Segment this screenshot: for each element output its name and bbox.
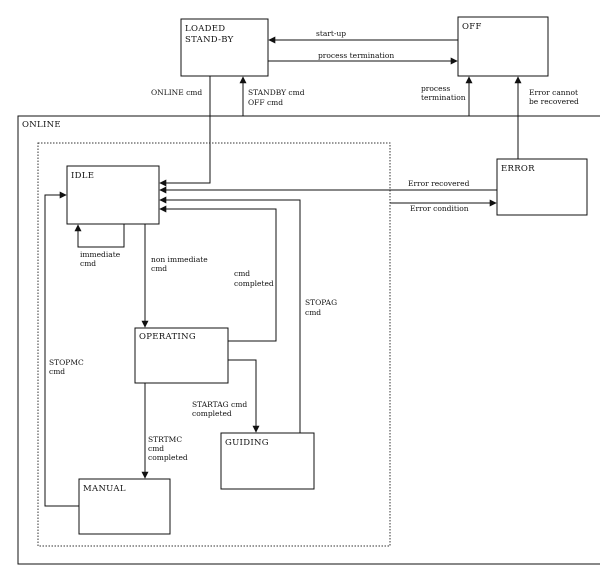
svg-text:ONLINE cmd: ONLINE cmd bbox=[151, 88, 202, 97]
svg-text:process termination: process termination bbox=[318, 51, 394, 60]
svg-text:STARTAG cmd: STARTAG cmd bbox=[192, 400, 247, 409]
edge-process-termination-right: process termination bbox=[421, 76, 473, 116]
state-idle: IDLE bbox=[66, 165, 160, 225]
svg-text:cmd: cmd bbox=[234, 269, 250, 278]
online-frame bbox=[17, 115, 600, 565]
svg-text:STANDBY cmd: STANDBY cmd bbox=[248, 88, 305, 97]
svg-text:termination: termination bbox=[421, 93, 466, 102]
edge-non-immediate-cmd: non immediate cmd bbox=[141, 224, 208, 328]
svg-text:non immediate: non immediate bbox=[151, 255, 208, 264]
edge-strtmc-cmd-completed: STRTMC cmd completed bbox=[141, 383, 188, 479]
svg-text:IDLE: IDLE bbox=[71, 171, 94, 181]
state-operating: OPERATING bbox=[134, 327, 229, 384]
svg-text:start-up: start-up bbox=[316, 29, 346, 38]
svg-text:LOADED: LOADED bbox=[185, 24, 225, 34]
svg-text:GUIDING: GUIDING bbox=[225, 438, 269, 448]
edge-error-recovered: Error recovered bbox=[159, 179, 497, 194]
edge-startag-cmd-completed: STARTAG cmd completed bbox=[192, 359, 260, 433]
svg-text:cmd: cmd bbox=[305, 308, 321, 317]
svg-text:OFF cmd: OFF cmd bbox=[248, 98, 283, 107]
edge-online-cmd: ONLINE cmd bbox=[151, 76, 211, 187]
edge-startup: start-up bbox=[268, 29, 458, 44]
operational-dotted-frame bbox=[37, 142, 391, 547]
svg-text:cmd: cmd bbox=[80, 259, 96, 268]
state-guiding: GUIDING bbox=[220, 432, 315, 490]
edge-immediate-cmd: immediate cmd bbox=[74, 224, 125, 268]
svg-text:ERROR: ERROR bbox=[501, 164, 535, 174]
svg-text:STRTMC: STRTMC bbox=[148, 435, 182, 444]
edge-error-cannot-recover: Error cannot be recovered bbox=[514, 76, 579, 159]
svg-text:OPERATING: OPERATING bbox=[139, 332, 196, 342]
svg-text:OFF: OFF bbox=[462, 22, 482, 32]
svg-text:MANUAL: MANUAL bbox=[83, 484, 126, 494]
state-error: ERROR bbox=[496, 158, 588, 216]
edge-error-condition: Error condition bbox=[390, 199, 497, 213]
svg-text:cmd: cmd bbox=[148, 444, 164, 453]
svg-text:Error recovered: Error recovered bbox=[408, 179, 470, 188]
online-label: ONLINE bbox=[22, 120, 61, 130]
edge-stopag-cmd: STOPAG cmd bbox=[159, 196, 337, 433]
edge-standby-off-cmd: STANDBY cmd OFF cmd bbox=[239, 76, 305, 116]
svg-text:immediate: immediate bbox=[80, 250, 121, 259]
state-manual: MANUAL bbox=[78, 478, 171, 535]
svg-text:STAND-BY: STAND-BY bbox=[185, 35, 234, 45]
edge-process-termination-top: process termination bbox=[268, 51, 458, 65]
svg-text:cmd: cmd bbox=[49, 367, 65, 376]
svg-text:be recovered: be recovered bbox=[529, 97, 579, 106]
svg-text:cmd: cmd bbox=[151, 264, 167, 273]
state-off: OFF bbox=[457, 16, 549, 77]
svg-text:completed: completed bbox=[148, 453, 188, 462]
svg-text:completed: completed bbox=[234, 279, 274, 288]
edge-stopmc-cmd: STOPMC cmd bbox=[44, 191, 84, 507]
state-loaded-standby: LOADED STAND-BY bbox=[180, 18, 269, 77]
svg-text:process: process bbox=[421, 84, 450, 93]
edge-cmd-completed: cmd completed bbox=[159, 205, 277, 342]
svg-text:STOPAG: STOPAG bbox=[305, 298, 337, 307]
svg-text:completed: completed bbox=[192, 409, 232, 418]
svg-text:Error condition: Error condition bbox=[410, 204, 469, 213]
svg-text:Error cannot: Error cannot bbox=[529, 88, 578, 97]
svg-text:STOPMC: STOPMC bbox=[49, 358, 84, 367]
